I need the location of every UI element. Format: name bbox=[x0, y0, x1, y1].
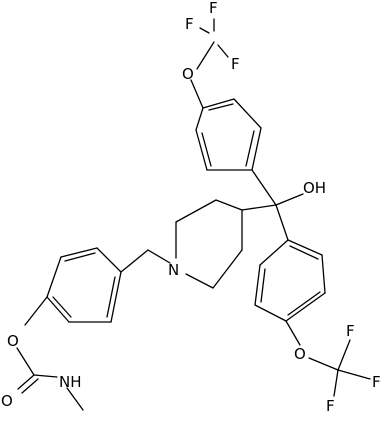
bond bbox=[201, 132, 212, 167]
bond bbox=[217, 44, 229, 58]
bond bbox=[185, 273, 214, 289]
bond bbox=[46, 296, 70, 323]
atom-label-f: F bbox=[209, 0, 218, 17]
bond bbox=[120, 249, 149, 273]
bond bbox=[259, 239, 289, 266]
bond bbox=[275, 204, 289, 241]
bond bbox=[21, 378, 39, 394]
bond bbox=[241, 204, 277, 211]
atom-label-f: F bbox=[346, 322, 355, 340]
atom-label-f: F bbox=[231, 55, 240, 73]
bond bbox=[52, 296, 72, 318]
bond bbox=[260, 268, 266, 303]
bond bbox=[285, 292, 326, 322]
atom-label-n: N bbox=[168, 261, 179, 279]
bond bbox=[147, 249, 171, 264]
bond bbox=[196, 41, 215, 70]
atom-label-oh: OH bbox=[303, 179, 326, 197]
bond bbox=[16, 347, 35, 376]
bond bbox=[96, 247, 122, 273]
bond bbox=[233, 98, 262, 129]
bond bbox=[33, 374, 58, 378]
bond bbox=[60, 247, 98, 258]
bond bbox=[195, 129, 208, 171]
bond bbox=[251, 127, 262, 171]
atom-label-o: O bbox=[182, 65, 194, 83]
bond bbox=[285, 320, 301, 346]
bond bbox=[333, 369, 339, 397]
bond bbox=[17, 374, 35, 390]
bond bbox=[106, 276, 116, 318]
bond bbox=[64, 252, 96, 262]
bond bbox=[212, 249, 243, 289]
bond bbox=[308, 357, 339, 371]
atom-labels: F F F O OH N O O NH O F F F bbox=[1, 0, 381, 415]
bond bbox=[337, 339, 351, 371]
atom-label-o: O bbox=[7, 332, 19, 350]
bond bbox=[202, 98, 235, 109]
bond bbox=[321, 254, 326, 294]
bond bbox=[337, 369, 371, 380]
bond bbox=[195, 107, 204, 131]
bond bbox=[215, 199, 243, 211]
bond bbox=[199, 27, 210, 34]
atom-label-o: O bbox=[294, 345, 306, 363]
atom-label-o: O bbox=[1, 392, 13, 410]
bond bbox=[24, 296, 48, 326]
bond bbox=[175, 199, 217, 223]
bond bbox=[110, 271, 122, 323]
bond bbox=[289, 245, 319, 260]
bond bbox=[251, 169, 277, 206]
bond bbox=[275, 193, 304, 206]
bond-lines bbox=[16, 18, 371, 411]
bond bbox=[287, 291, 321, 316]
bond bbox=[254, 304, 287, 322]
bond bbox=[208, 103, 234, 111]
bond bbox=[245, 130, 255, 167]
bond bbox=[46, 256, 62, 298]
atom-label-f: F bbox=[372, 373, 381, 391]
bond bbox=[190, 79, 204, 109]
bond bbox=[66, 387, 84, 411]
atom-label-f: F bbox=[326, 397, 335, 415]
atom-label-f: F bbox=[185, 15, 194, 33]
atom-label-nh: NH bbox=[59, 373, 82, 391]
bond bbox=[254, 264, 261, 306]
bond bbox=[287, 239, 323, 256]
